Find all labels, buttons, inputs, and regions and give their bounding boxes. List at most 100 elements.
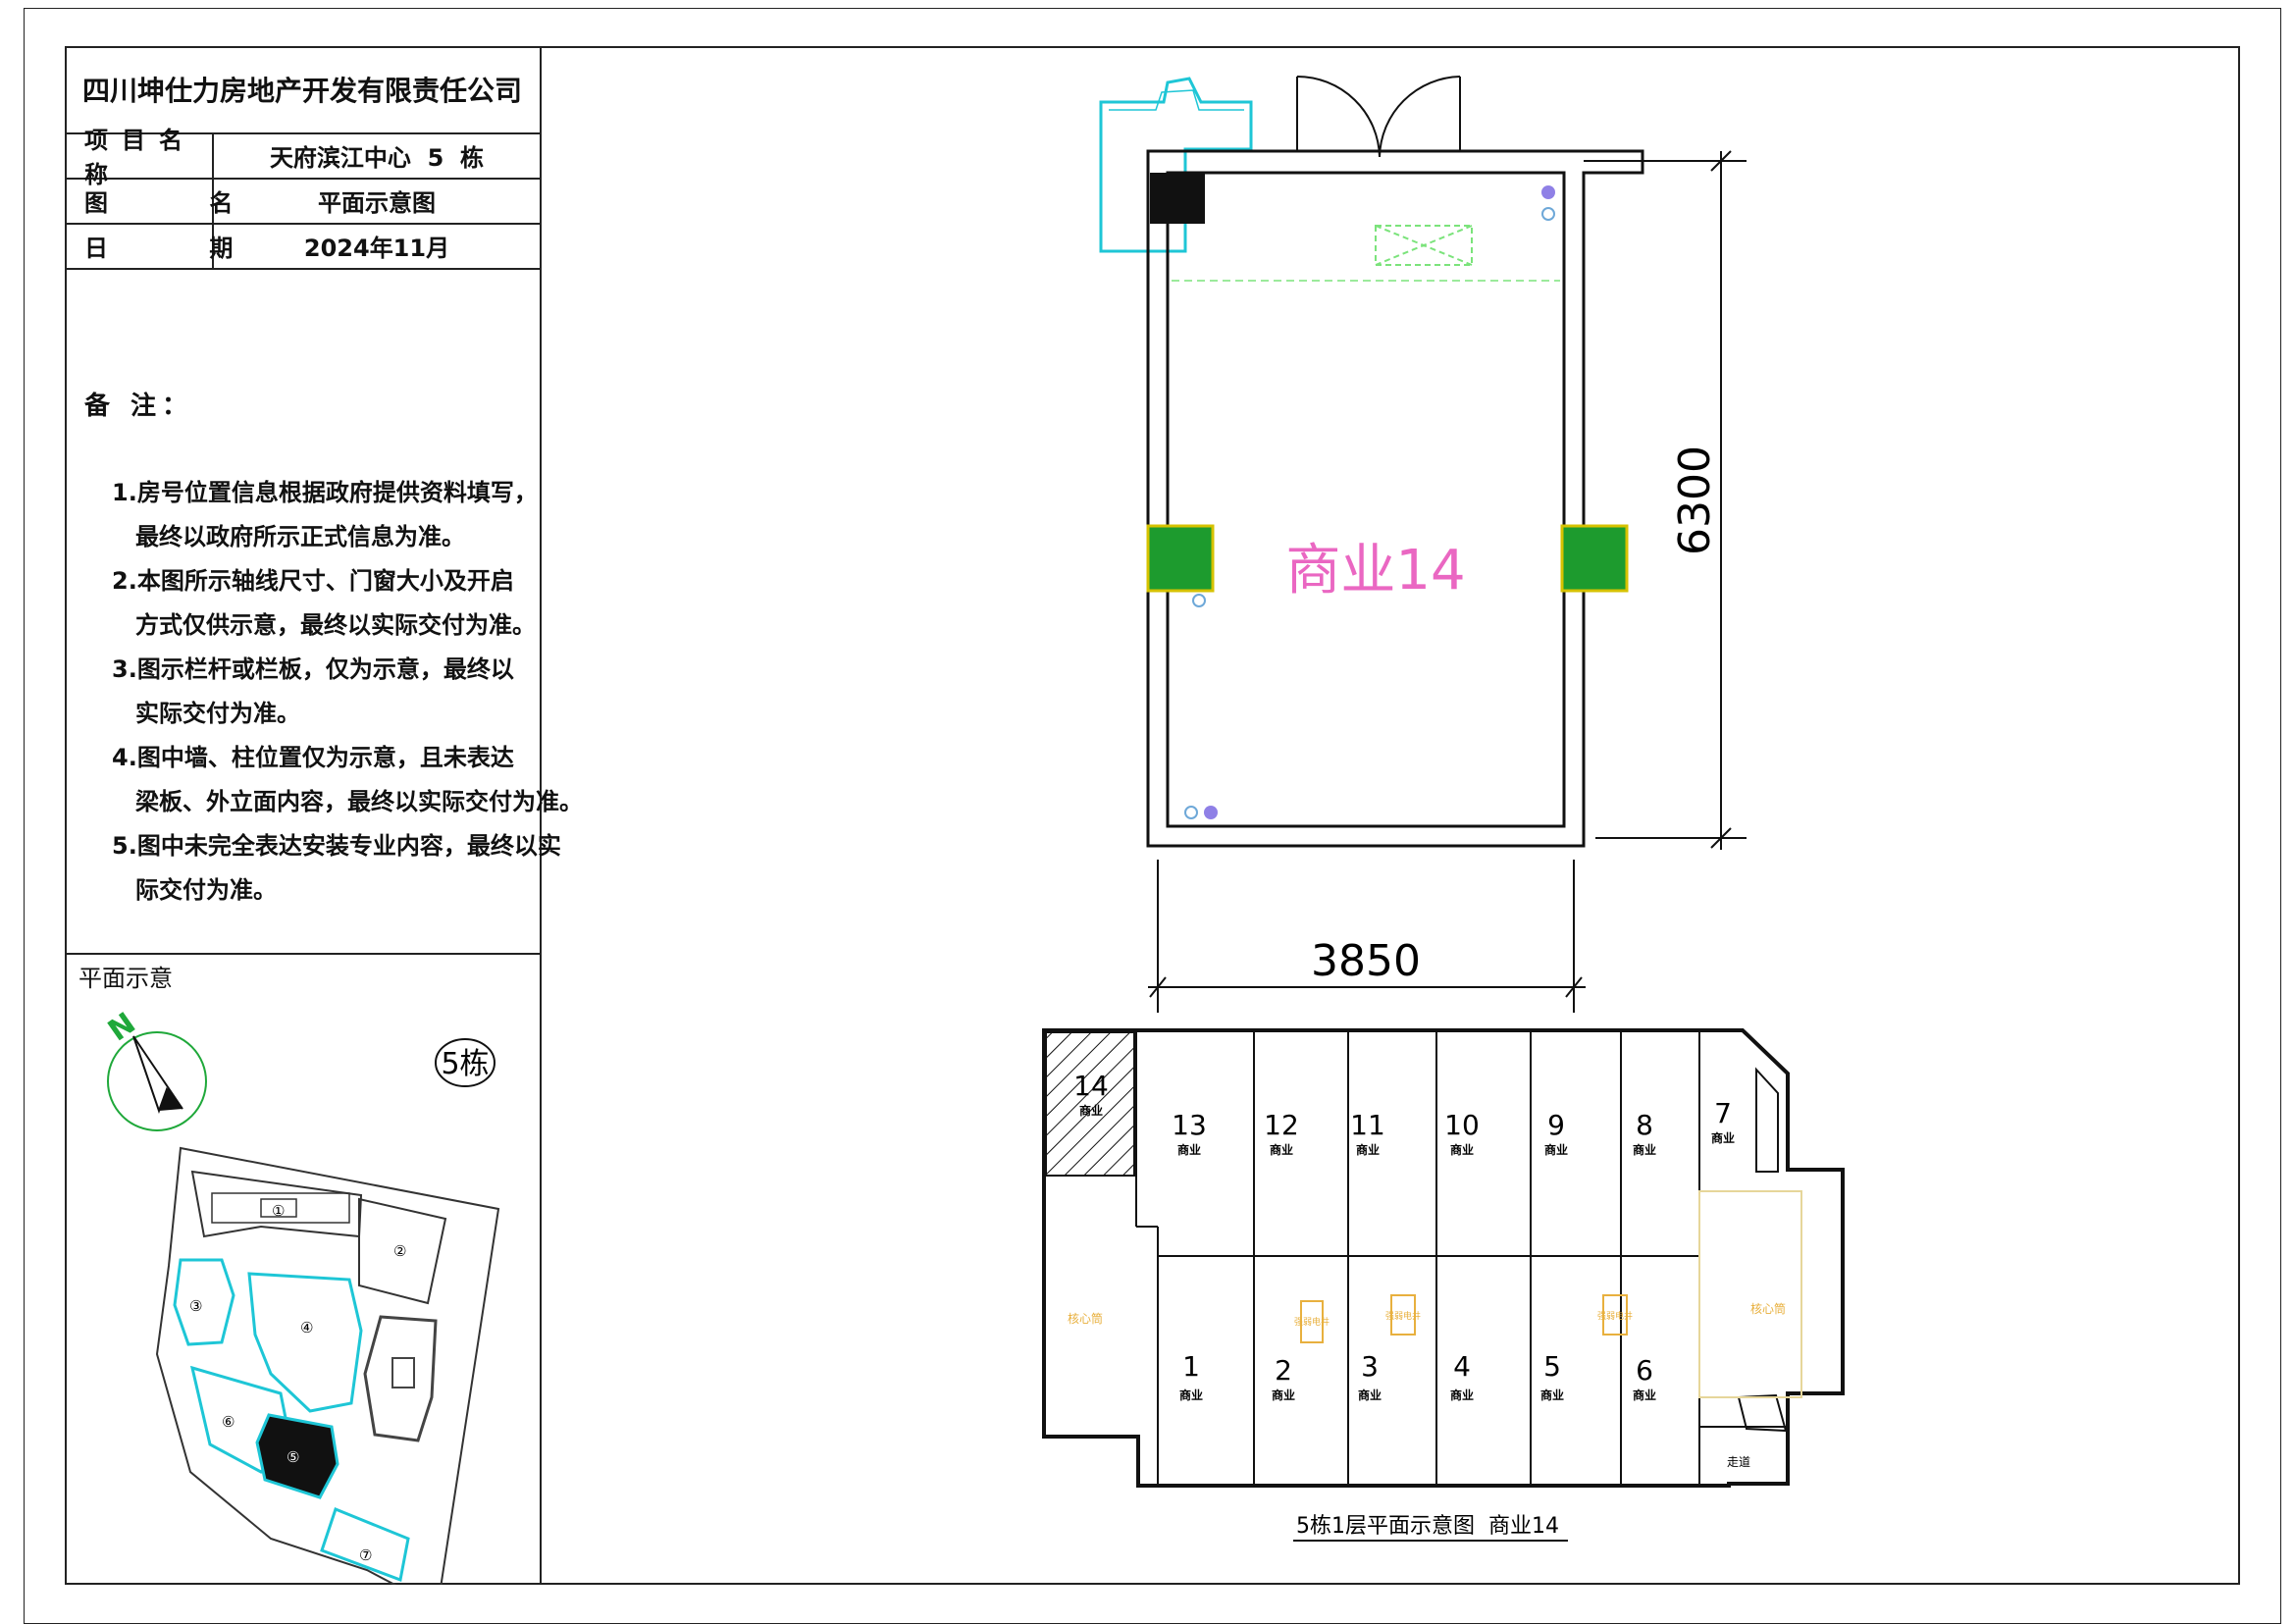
north-arrow: N xyxy=(102,1006,207,1131)
core-label: 核心筒 xyxy=(1068,1311,1103,1326)
unit-number: 11 xyxy=(1350,1109,1385,1141)
floor-outline xyxy=(1042,1028,1845,1488)
core-area xyxy=(1698,1190,1802,1398)
drawing-name-label: 图 名 xyxy=(65,178,233,223)
unit-11[interactable]: 11 商业 xyxy=(1350,1109,1385,1157)
site-marker-5: ⑤ xyxy=(287,1448,299,1466)
unit-type: 商业 xyxy=(1177,1142,1201,1157)
site-marker: ④ xyxy=(300,1319,313,1336)
column-block xyxy=(1150,173,1205,224)
site-block-grey xyxy=(363,1315,438,1442)
date-label: 日 期 xyxy=(65,223,233,268)
unit-4[interactable]: 4 商业 xyxy=(1450,1350,1474,1402)
unit-7[interactable]: 7 商业 xyxy=(1711,1097,1735,1145)
unit-number: 8 xyxy=(1636,1109,1653,1141)
project-row: 项目名称 天府滨江中心 5 栋 xyxy=(65,127,540,188)
site-plan-title: 平面示意 xyxy=(78,965,173,992)
note-line: 5.图中未完全表达安装专业内容，最终以实 xyxy=(112,832,561,860)
unit-type: 商业 xyxy=(1711,1130,1735,1145)
drawing-name-row: 图 名 平面示意图 xyxy=(65,178,540,225)
unit-12[interactable]: 12 商业 xyxy=(1264,1109,1299,1157)
unit-type: 商业 xyxy=(1450,1388,1474,1402)
site-block-7 xyxy=(320,1507,410,1583)
company-row: 四川坤仕力房地产开发有限责任公司 xyxy=(65,46,540,134)
site-boundary xyxy=(155,1146,500,1585)
site-block-2 xyxy=(358,1197,447,1305)
site-block-3 xyxy=(173,1258,235,1346)
drawing-name-value: 平面示意图 xyxy=(318,188,436,217)
unit-type: 商业 xyxy=(1356,1142,1380,1157)
site-marker: ① xyxy=(272,1202,285,1220)
unit-type: 商业 xyxy=(1358,1388,1382,1402)
unit-6[interactable]: 6 商业 xyxy=(1633,1354,1656,1402)
ac-unit xyxy=(1375,225,1473,266)
dim-height xyxy=(1584,150,1747,850)
notes-title: 备 注： xyxy=(84,392,194,421)
pipe-marker xyxy=(1184,806,1198,819)
window-left xyxy=(1146,524,1215,593)
core-label: 核心筒 xyxy=(1750,1301,1786,1316)
unit-number: 10 xyxy=(1444,1109,1480,1141)
shaft xyxy=(1390,1294,1416,1336)
unit-14-highlight xyxy=(1045,1031,1135,1177)
pipe-marker xyxy=(1192,594,1206,607)
title-block: 四川坤仕力房地产开发有限责任公司 项目名称 天府滨江中心 5 栋 图 名 平面示… xyxy=(65,46,583,1585)
unit-type: 商业 xyxy=(1633,1388,1656,1402)
site-block-4 xyxy=(247,1272,363,1413)
note-line: 2.本图所示轴线尺寸、门窗大小及开启 xyxy=(112,567,514,595)
site-marker: ② xyxy=(393,1242,406,1260)
unit-5[interactable]: 5 商业 xyxy=(1540,1350,1564,1402)
unit-10[interactable]: 10 商业 xyxy=(1444,1109,1480,1157)
unit-type: 商业 xyxy=(1079,1103,1103,1118)
note-line: 4.图中墙、柱位置仅为示意，且未表达 xyxy=(112,744,514,771)
unit-number: 7 xyxy=(1714,1097,1732,1129)
unit-9[interactable]: 9 商业 xyxy=(1544,1109,1568,1157)
site-marker: ⑦ xyxy=(359,1546,372,1564)
unit-13[interactable]: 13 商业 xyxy=(1172,1109,1207,1157)
unit-14[interactable]: 14 商业 xyxy=(1073,1070,1109,1118)
site-plan: N 5栋 ① ② ③ ④ ⑥ ⑦ ⑤ xyxy=(102,1006,500,1585)
note-line: 实际交付为准。 xyxy=(135,700,300,727)
note-line: 际交付为准。 xyxy=(135,876,277,904)
unit-number: 12 xyxy=(1264,1109,1299,1141)
site-marker: ③ xyxy=(189,1297,202,1315)
pipe-marker xyxy=(1541,185,1555,199)
unit-type: 商业 xyxy=(1450,1142,1474,1157)
shaft xyxy=(1602,1294,1628,1336)
note-line: 梁板、外立面内容，最终以实际交付为准。 xyxy=(135,788,583,815)
unit-number: 2 xyxy=(1275,1354,1292,1387)
unit-type: 商业 xyxy=(1540,1388,1564,1402)
pipe-marker xyxy=(1204,806,1218,819)
note-line: 3.图示栏杆或栏板，仅为示意，最终以 xyxy=(112,655,514,683)
note-line: 1.房号位置信息根据政府提供资料填写， xyxy=(112,479,538,506)
drawing-frame xyxy=(65,46,2240,1585)
floor-plan-caption: 5栋1层平面示意图 商业14 xyxy=(1296,1514,1559,1539)
unit-type: 商业 xyxy=(1179,1388,1203,1402)
unit-type: 商业 xyxy=(1272,1388,1295,1402)
date-row: 日 期 2024年11月 xyxy=(65,223,540,270)
note-line: 方式仅供示意，最终以实际交付为准。 xyxy=(135,611,536,639)
shaft-label: 强弱电井 xyxy=(1597,1310,1633,1322)
unit-number: 13 xyxy=(1172,1109,1207,1141)
unit-type: 商业 xyxy=(1270,1142,1293,1157)
unit-1[interactable]: 1 商业 xyxy=(1179,1350,1203,1402)
dim-width-label: 3850 xyxy=(1311,936,1421,986)
unit-3[interactable]: 3 商业 xyxy=(1358,1350,1382,1402)
window-right xyxy=(1560,524,1629,593)
unit-type: 商业 xyxy=(1544,1142,1568,1157)
unit-2[interactable]: 2 商业 xyxy=(1272,1354,1295,1402)
company-name: 四川坤仕力房地产开发有限责任公司 xyxy=(81,75,522,107)
unit-8[interactable]: 8 商业 xyxy=(1633,1109,1656,1157)
unit-number: 4 xyxy=(1453,1350,1471,1383)
shaft-label: 强弱电井 xyxy=(1294,1316,1330,1328)
dim-width xyxy=(1148,860,1586,1013)
building-badge-label: 5栋 xyxy=(441,1047,489,1081)
site-block-5-highlight xyxy=(255,1413,339,1499)
unit-wall-outer xyxy=(1146,149,1644,848)
unit-number: 9 xyxy=(1547,1109,1565,1141)
building-badge: 5栋 xyxy=(435,1038,496,1087)
shaft-label: 强弱电井 xyxy=(1385,1310,1421,1322)
unit-plan: 商业14 6300 3850 xyxy=(1099,76,1747,1013)
project-label: 项目名称 xyxy=(65,127,214,188)
balcony-outline xyxy=(1099,77,1253,253)
